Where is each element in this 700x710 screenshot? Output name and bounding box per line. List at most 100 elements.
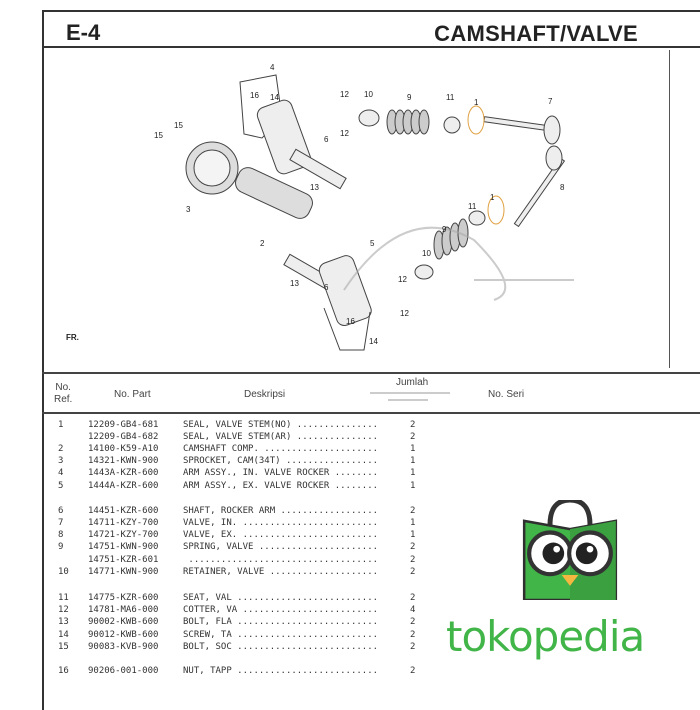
- ref-number: 16: [58, 666, 69, 676]
- quantity: 2: [410, 432, 416, 442]
- quantity: 2: [410, 666, 416, 676]
- ref-number: 11: [58, 593, 69, 603]
- part-number: 14451-KZR-600: [88, 506, 159, 516]
- part-number: 14711-KZY-700: [88, 518, 159, 528]
- tokopedia-logo: [520, 497, 620, 602]
- callout-12d: 12: [400, 309, 409, 318]
- callout-12c: 12: [398, 275, 407, 284]
- qty-subheader-line: [388, 399, 428, 401]
- description: RETAINER, VALVE ....................: [183, 567, 379, 577]
- ref-number: 14: [58, 630, 69, 640]
- description: VALVE, IN. .........................: [183, 518, 379, 528]
- ref-number: 4: [58, 468, 64, 478]
- qty-subheader-line: [370, 392, 450, 394]
- description: CAMSHAFT COMP. .....................: [183, 444, 379, 454]
- quantity: 2: [410, 617, 416, 627]
- callout-9b: 9: [442, 225, 447, 234]
- part-number: 14751-KZR-601: [88, 555, 159, 565]
- callout-15b: 15: [174, 121, 183, 130]
- tokopedia-watermark: tokopedia: [446, 612, 645, 661]
- part-number: 12209-GB4-681: [88, 420, 159, 430]
- callout-4: 4: [270, 63, 275, 72]
- description: ARM ASSY., EX. VALVE ROCKER ........: [183, 481, 379, 491]
- description: SEAT, VAL ..........................: [183, 593, 379, 603]
- exploded-diagram: 4 16 14 12 12 10 9 11 1 7 15 15 6 13 3 2…: [44, 50, 670, 368]
- description: ...................................: [183, 555, 379, 565]
- page-title: CAMSHAFT/VALVE: [434, 21, 638, 46]
- description: BOLT, SOC ..........................: [183, 642, 379, 652]
- table-header: No. Ref. No. Part Deskripsi Jumlah No. S…: [42, 372, 700, 414]
- quantity: 1: [410, 518, 416, 528]
- quantity: 2: [410, 506, 416, 516]
- quantity: 1: [410, 444, 416, 454]
- description: SPROCKET, CAM(34T) .................: [183, 456, 379, 466]
- description: SHAFT, ROCKER ARM ..................: [183, 506, 379, 516]
- callout-8: 8: [560, 183, 565, 192]
- callout-14: 14: [270, 93, 279, 102]
- page-header: E-4 CAMSHAFT/VALVE: [42, 12, 700, 48]
- description: SEAL, VALVE STEM(AR) ...............: [183, 432, 379, 442]
- description: BOLT, FLA ..........................: [183, 617, 379, 627]
- callout-1: 1: [474, 98, 479, 107]
- description: NUT, TAPP ..........................: [183, 666, 379, 676]
- quantity: 4: [410, 605, 416, 615]
- callout-5: 5: [370, 239, 375, 248]
- callout-6: 6: [324, 135, 329, 144]
- callout-13b: 13: [290, 279, 299, 288]
- ref-number: 8: [58, 530, 64, 540]
- section-code: E-4: [66, 20, 101, 45]
- callout-11b: 11: [468, 202, 477, 211]
- quantity: 2: [410, 420, 416, 430]
- quantity: 1: [410, 468, 416, 478]
- description: COTTER, VA .........................: [183, 605, 379, 615]
- part-number: 14100-K59-A10: [88, 444, 159, 454]
- col-serial: No. Seri: [488, 389, 525, 400]
- callout-10: 10: [364, 90, 373, 99]
- ref-number: 12: [58, 605, 69, 615]
- ref-number: 9: [58, 542, 64, 552]
- description: SEAL, VALVE STEM(NO) ...............: [183, 420, 379, 430]
- page-frame: [42, 10, 700, 710]
- ref-number: 1: [58, 420, 64, 430]
- ref-number: 13: [58, 617, 69, 627]
- col-desc: Deskripsi: [244, 389, 286, 400]
- part-number: 90012-KWB-600: [88, 630, 159, 640]
- ref-number: 10: [58, 567, 69, 577]
- callout-15: 15: [154, 131, 163, 140]
- part-number: 14751-KWN-900: [88, 542, 159, 552]
- callout-16b: 16: [346, 317, 355, 326]
- quantity: 2: [410, 555, 416, 565]
- quantity: 2: [410, 542, 416, 552]
- ref-number: 2: [58, 444, 64, 454]
- callout-13: 13: [310, 183, 319, 192]
- description: SPRING, VALVE ......................: [183, 542, 379, 552]
- callout-12b: 12: [340, 129, 349, 138]
- col-ref: No. Ref.: [54, 382, 73, 405]
- part-number: 14771-KWN-900: [88, 567, 159, 577]
- ref-number: 5: [58, 481, 64, 491]
- quantity: 2: [410, 630, 416, 640]
- quantity: 1: [410, 481, 416, 491]
- ref-number: 6: [58, 506, 64, 516]
- callout-16: 16: [250, 91, 259, 100]
- description: ARM ASSY., IN. VALVE ROCKER ........: [183, 468, 379, 478]
- part-number: 90206-001-000: [88, 666, 159, 676]
- col-part: No. Part: [114, 389, 151, 400]
- description: SCREW, TA ..........................: [183, 630, 379, 640]
- part-number: 14321-KWN-900: [88, 456, 159, 466]
- part-number: 14775-KZR-600: [88, 593, 159, 603]
- part-number: 1444A-KZR-600: [88, 481, 159, 491]
- part-number: 1443A-KZR-600: [88, 468, 159, 478]
- front-arrow-label: FR.: [66, 333, 79, 342]
- part-number: 12209-GB4-682: [88, 432, 159, 442]
- part-number: 90002-KWB-600: [88, 617, 159, 627]
- callout-14b: 14: [369, 337, 378, 346]
- ref-number: 15: [58, 642, 69, 652]
- callout-3: 3: [186, 205, 191, 214]
- callout-11: 11: [446, 93, 455, 102]
- ref-number: 3: [58, 456, 64, 466]
- callout-1b: 1: [490, 193, 495, 202]
- callout-9: 9: [407, 93, 412, 102]
- callout-2: 2: [260, 239, 265, 248]
- description: VALVE, EX. .........................: [183, 530, 379, 540]
